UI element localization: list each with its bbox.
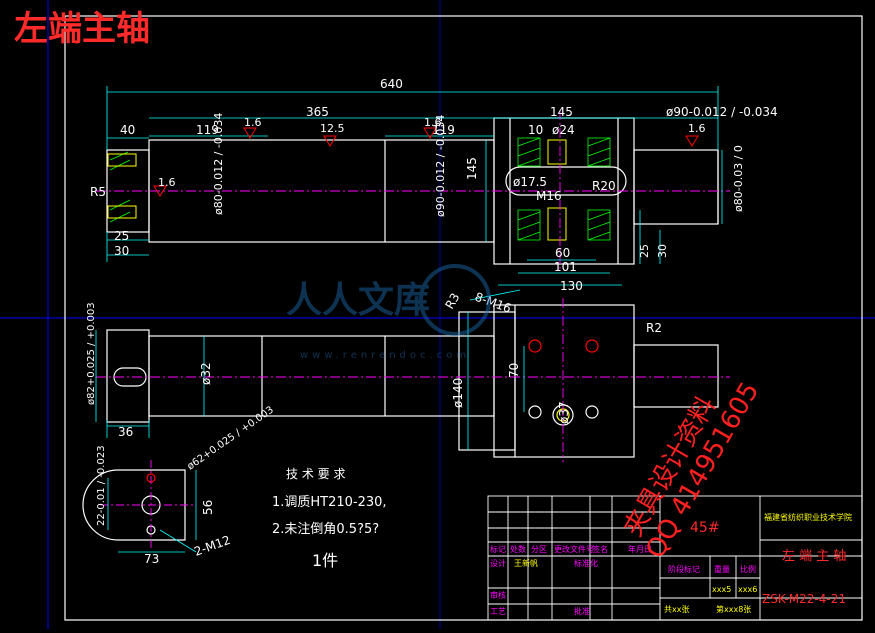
tb-scale: 比例 (740, 564, 756, 574)
dim-30b: 30 (656, 244, 669, 258)
thread-marks (107, 139, 567, 241)
dim-90: ø90-0.012 / -0.034 (666, 105, 778, 119)
tb-label-3: 更改文件号 (554, 544, 594, 554)
tb-label-4: 签名 (592, 544, 608, 554)
roughness-2: 12.5 (320, 122, 345, 135)
tb-weight-val: xxx5 (712, 585, 731, 594)
dim-24: ø24 (552, 123, 575, 137)
tb-designer: 王新帆 (514, 558, 538, 568)
roughness-5: 1.6 (158, 176, 176, 189)
top-view (106, 304, 719, 458)
drawing-border (64, 15, 863, 621)
tb-label-1: 处数 (510, 544, 526, 554)
dim-r5: R5 (90, 185, 106, 199)
dim-130: 130 (560, 279, 583, 293)
dim-m16: M16 (536, 189, 562, 203)
roughness-4: 1.6 (688, 122, 706, 135)
tb-approve: 批准 (574, 606, 590, 616)
dim-37: ø37 (557, 401, 571, 424)
drawing-title: 左端主轴 (14, 9, 150, 49)
tb-part-name: 左 端 主 轴 (782, 549, 846, 564)
dim-56: 56 (201, 500, 215, 515)
roughness-3: 1.6 (424, 116, 442, 129)
dim-73: 73 (144, 552, 159, 566)
dim-40: 40 (120, 123, 135, 137)
dim-r3: R3 (442, 291, 462, 312)
dim-25b: 25 (638, 244, 651, 258)
dim-36: 36 (118, 425, 133, 439)
tech-heading: 技 术 要 求 (286, 467, 345, 481)
tb-drawing-no: ZSK-M22-4-21 (762, 592, 846, 606)
dim-tol-80a: ø80-0.012 / -0.034 (212, 113, 225, 215)
tb-standardize: 标准化 (574, 558, 598, 568)
dim-145: 145 (550, 105, 573, 119)
tb-sheet: 第xxx8张 (716, 604, 751, 614)
dim-32: ø32 (199, 362, 213, 385)
tb-label-5: 年月日 (628, 544, 652, 554)
dim-r2: R2 (646, 321, 662, 335)
dim-70: 70 (507, 363, 521, 378)
dim-r20: R20 (592, 179, 616, 193)
roughness-symbols (153, 127, 699, 197)
dim-17-5: ø17.5 (513, 175, 547, 189)
tech-item-2: 2.未注倒角0.5?5? (272, 522, 379, 537)
title-block (487, 495, 863, 621)
dim-60: 60 (555, 246, 570, 260)
dim-30a: 30 (114, 244, 129, 258)
tb-stage-mark: 阶段标记 (668, 564, 700, 574)
dim-10: 10 (528, 123, 543, 137)
dim-119a: 119 (196, 123, 219, 137)
dim-365: 365 (306, 105, 329, 119)
hatch-sections-top (109, 137, 611, 241)
dim-145v: 145 (465, 157, 479, 180)
dimension-lines-top (106, 86, 723, 286)
dim-tol-22: 22-0.01 / -0.023 (96, 445, 107, 526)
centerlines-end (100, 460, 196, 550)
dim-tol-80b: ø80-0.03 / 0 (732, 145, 745, 212)
watermark-logo: 人人文库 www.renrendoc.com (286, 264, 491, 361)
tb-row-review: 审核 (490, 590, 506, 600)
roughness-1: 1.6 (244, 116, 262, 129)
tb-row-design: 设计 (490, 558, 506, 568)
dim-overall-length: 640 (380, 77, 403, 91)
dimension-lines-lower (95, 289, 525, 450)
tb-company: 福建省纺织职业技术学院 (764, 512, 852, 522)
tb-row-craft: 工艺 (490, 607, 506, 616)
tb-material: 45# (690, 520, 720, 536)
tb-label-2: 分区 (531, 545, 547, 554)
watermark-brand: 人人文库 (286, 280, 430, 321)
tech-qty: 1件 (312, 551, 338, 570)
dim-101: 101 (554, 260, 577, 274)
dim-25a: 25 (114, 229, 129, 243)
watermark-url: www.renrendoc.com (300, 350, 470, 361)
dim-tol-82: ø82+0.025 / +0.003 (86, 302, 97, 405)
dim-tol-90: ø90-0.012 / -0.034 (434, 115, 447, 217)
tb-label-0: 标记 (490, 544, 506, 554)
centerlines-top (96, 110, 730, 270)
tb-sheets: 共xx张 (664, 605, 689, 614)
tb-scale-val: xxx6 (738, 585, 757, 594)
tech-item-1: 1.调质HT210-230, (272, 495, 387, 510)
centerlines-lower (96, 298, 730, 462)
dimension-lines-end (107, 470, 197, 553)
tb-weight: 重量 (714, 564, 730, 574)
dim-140: ø140 (451, 378, 465, 408)
dim-119b: 119 (432, 123, 455, 137)
